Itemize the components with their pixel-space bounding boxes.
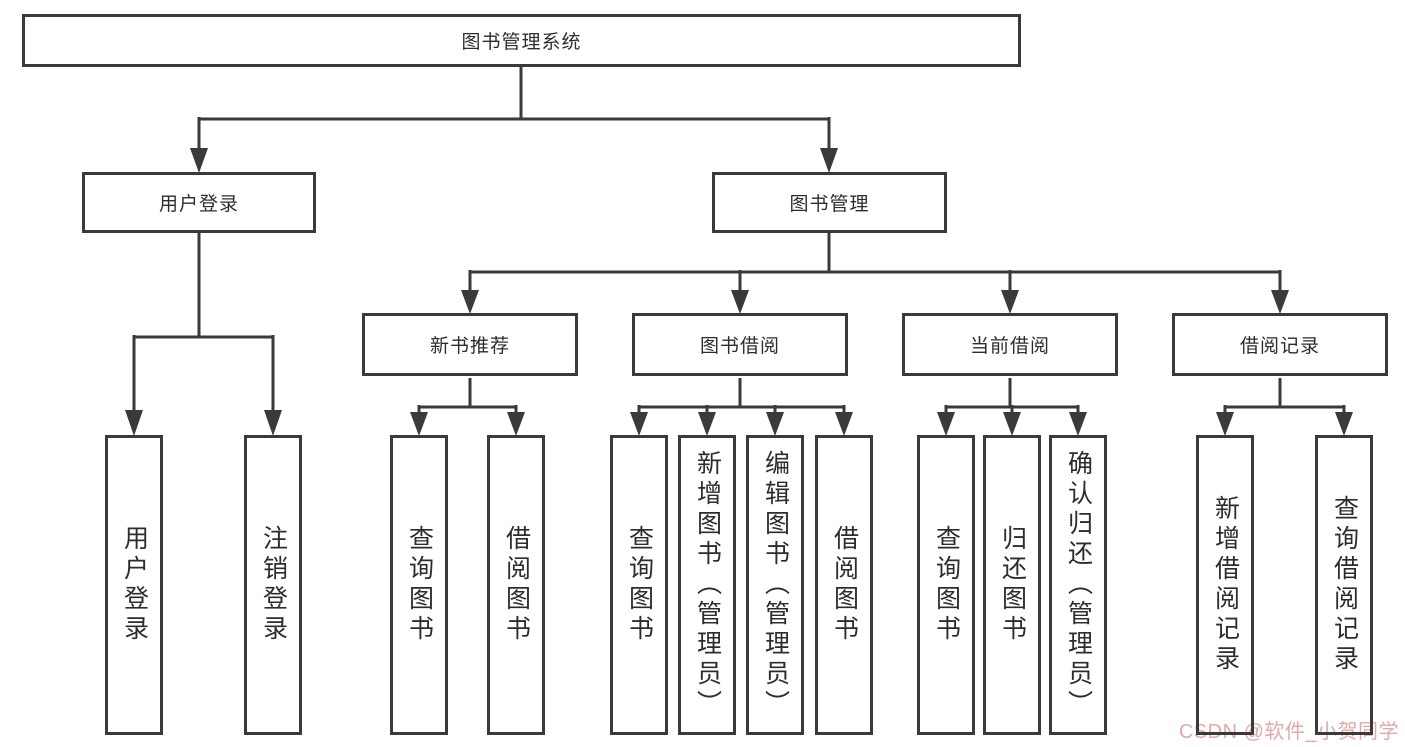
connector-bookmgmt-to-sections: [461, 233, 1289, 314]
node-book-borrowing: 图书借阅: [632, 313, 848, 376]
connector-userlogin-to-leaves: [125, 233, 282, 436]
leaf-add-borrow-record: 新增借阅记录: [1196, 435, 1254, 735]
connector-records-to-leaves: [1216, 378, 1353, 436]
node-new-book-recommend: 新书推荐: [362, 313, 578, 376]
node-user-login: 用户登录: [82, 172, 316, 233]
leaf-borrow-books-recommend: 借阅图书: [487, 435, 545, 735]
node-current-borrowing: 当前借阅: [902, 313, 1118, 376]
leaf-edit-books-admin: 编辑图书（管理员）: [746, 435, 804, 735]
connector-borrowing-to-leaves: [630, 378, 853, 436]
leaf-add-books-admin: 新增图书（管理员）: [678, 435, 736, 735]
csdn-watermark: CSDN @软件_小贺同学: [1178, 721, 1399, 743]
connector-current-to-leaves: [937, 378, 1087, 436]
node-book-management: 图书管理: [712, 172, 947, 233]
leaf-return-books: 归还图书: [983, 435, 1041, 735]
node-borrowing-records: 借阅记录: [1172, 313, 1388, 376]
connector-newbook-to-leaves: [410, 378, 525, 436]
leaf-query-books-recommend: 查询图书: [390, 435, 448, 735]
leaf-query-books-borrowing: 查询图书: [610, 435, 668, 735]
leaf-confirm-return-admin: 确认归还（管理员）: [1049, 435, 1107, 735]
leaf-query-books-current: 查询图书: [917, 435, 975, 735]
node-library-management-system: 图书管理系统: [22, 14, 1021, 67]
leaf-logout-login: 注销登录: [244, 435, 302, 735]
leaf-user-login: 用户登录: [105, 435, 163, 735]
leaf-borrow-books: 借阅图书: [815, 435, 873, 735]
leaf-query-borrow-record: 查询借阅记录: [1315, 435, 1373, 735]
connector-root-to-branches: [190, 67, 838, 173]
